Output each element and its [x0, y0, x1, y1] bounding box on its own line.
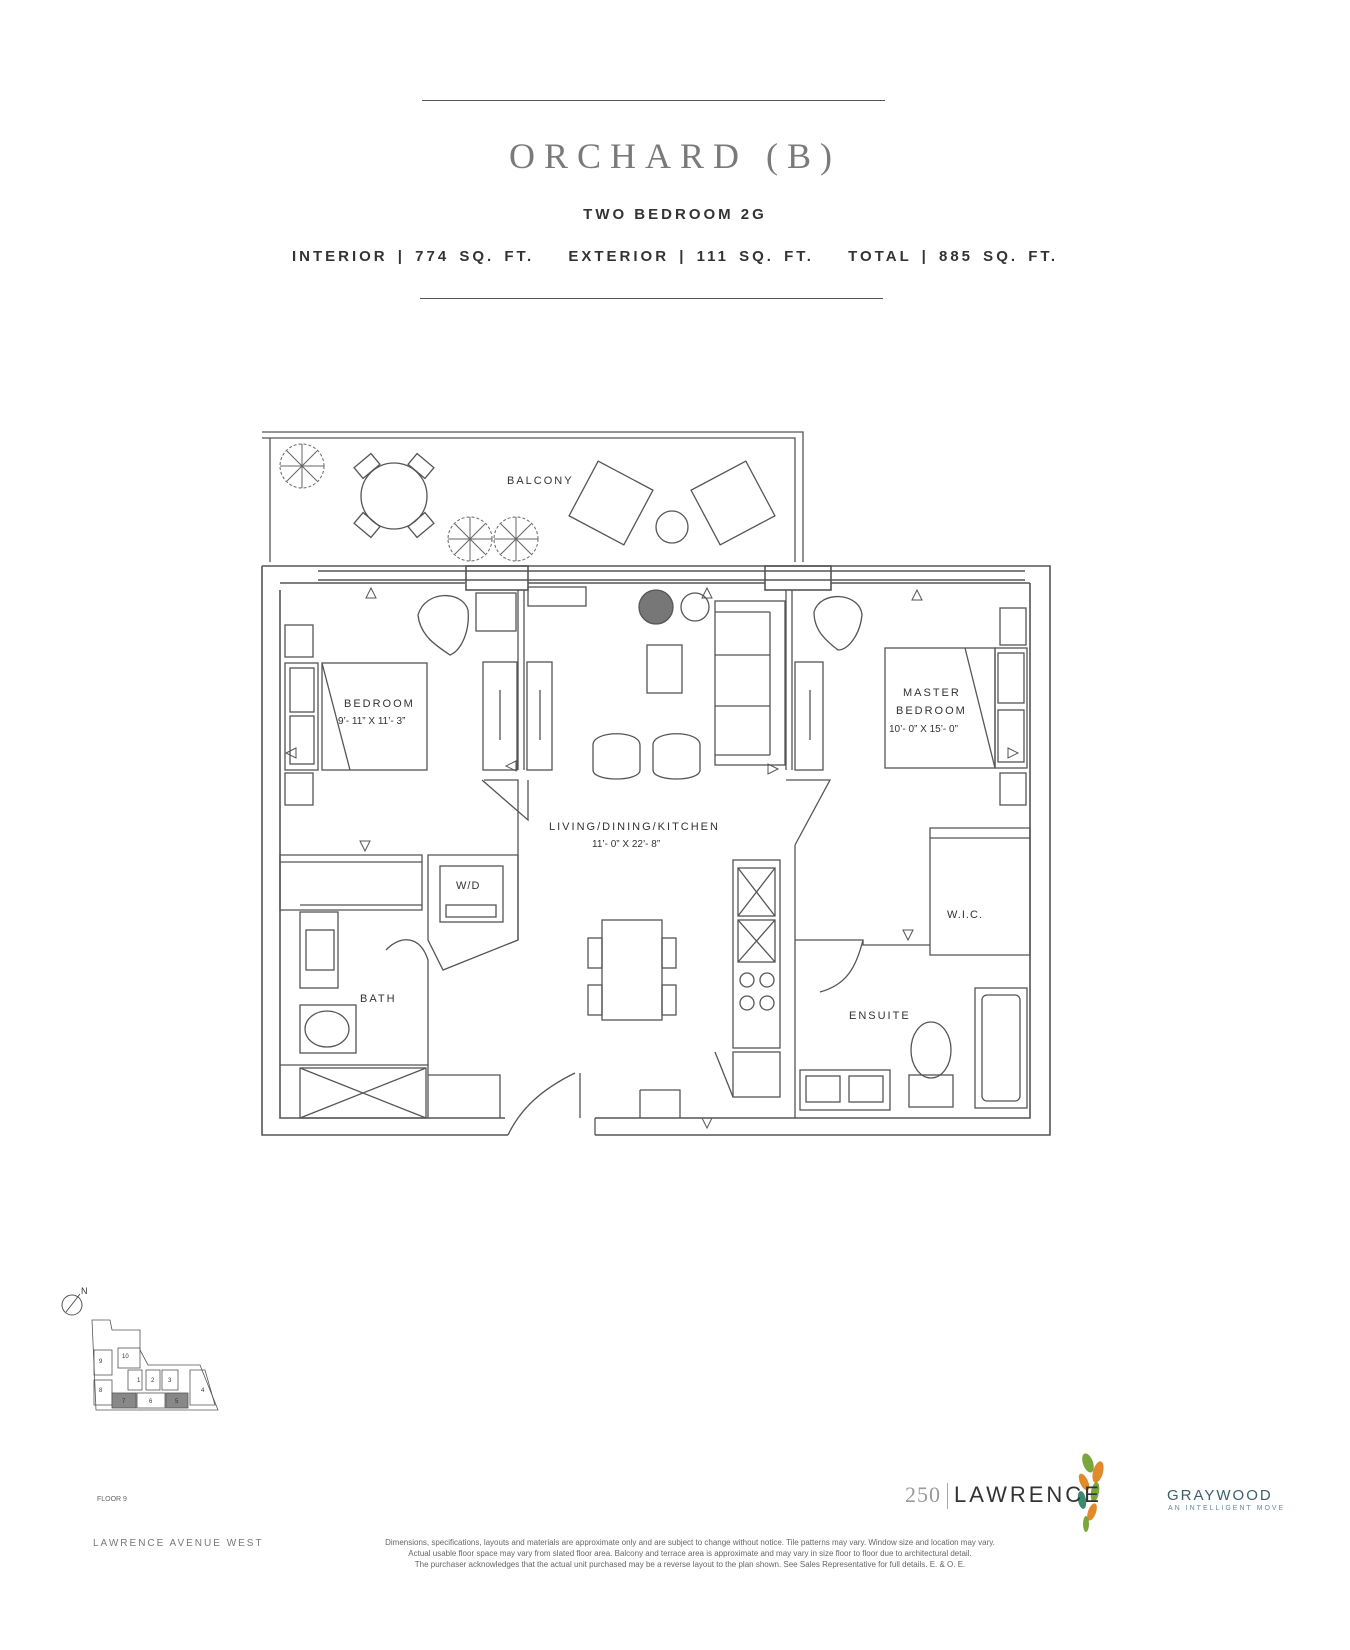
unit-type: TWO BEDROOM 2G [583, 206, 767, 223]
closet-icon [475, 592, 1027, 806]
master-dimensions: 10’- 0” X 15’- 0” [889, 724, 958, 735]
entry-door [507, 1072, 576, 1136]
chair-icon [417, 594, 863, 656]
area-summary: INTERIOR | 774 SQ. FT. EXTERIOR | 111 SQ… [0, 248, 1350, 265]
lounge-chair-icon [568, 460, 776, 546]
keyplan-unit-4: 4 [201, 1388, 205, 1394]
sofa-icon [714, 600, 786, 766]
key-plan [91, 1319, 219, 1411]
keyplan-unit-6: 6 [149, 1399, 153, 1405]
side-table-icon [638, 589, 674, 625]
key-plan-floor-label: FLOOR 9 [97, 1496, 127, 1503]
disclaimer-line: The purchaser acknowledges that the actu… [414, 1560, 966, 1569]
living-label: LIVING/DINING/KITCHEN [549, 821, 720, 833]
plant-icon [279, 443, 539, 562]
north-compass-icon [61, 1293, 83, 1316]
bath-label: BATH [360, 993, 397, 1005]
master-label-2: BEDROOM [896, 705, 967, 717]
master-label-1: MASTER [903, 687, 961, 699]
disclaimer-line: Dimensions, specifications, layouts and … [385, 1538, 995, 1547]
wic-label: W.I.C. [947, 909, 983, 921]
armchair-icon [592, 733, 701, 780]
keyplan-unit-9: 9 [99, 1359, 103, 1365]
vanity-icon [299, 911, 339, 989]
bedroom-bed-icon [321, 662, 428, 771]
north-label: N [81, 1286, 88, 1296]
shower-icon [299, 1067, 427, 1119]
side-table-icon [680, 592, 710, 622]
interior-area: INTERIOR | 774 SQ. FT. [291, 248, 535, 265]
keyplan-unit-10: 10 [122, 1354, 129, 1360]
window-marker-icon [284, 586, 1020, 1130]
balcony-area [262, 431, 804, 562]
bedroom-nightstand-icon [284, 624, 319, 806]
master-bed-icon [884, 647, 1028, 769]
tv-console-icon [527, 586, 587, 607]
developer-tagline: AN INTELLIGENT MOVE [1168, 1505, 1286, 1512]
unit-title: ORCHARD (B) [508, 136, 841, 176]
balcony-table-icon [353, 452, 435, 539]
keyplan-unit-8: 8 [99, 1388, 103, 1394]
bedroom-label: BEDROOM [344, 698, 415, 710]
wd-label: W/D [456, 880, 480, 892]
header-top-rule [422, 100, 885, 101]
total-area: TOTAL | 885 SQ. FT. [848, 248, 1059, 265]
coffee-table-icon [646, 644, 683, 694]
disclaimer-line: Actual usable floor space may vary from … [408, 1549, 972, 1558]
keyplan-unit-3: 3 [168, 1378, 172, 1384]
keyplan-unit-5: 5 [175, 1399, 179, 1405]
ensuite-vanity-icon [799, 1069, 891, 1111]
washer-dryer-icon [439, 865, 504, 923]
dining-table-icon [587, 919, 677, 1021]
exterior-area: EXTERIOR | 111 SQ. FT. [568, 248, 814, 265]
exterior-walls [261, 565, 1051, 1136]
project-logo-number: 250 [905, 1482, 941, 1507]
project-logo: 250 LAWRENCE [905, 1482, 1102, 1510]
keyplan-unit-7: 7 [122, 1399, 126, 1405]
bedroom-dimensions: 9’- 11” X 11’- 3” [338, 716, 405, 727]
bathtub-icon [974, 987, 1028, 1109]
developer-logo: GRAYWOOD [1167, 1487, 1273, 1504]
graywood-logo-icon [1077, 1453, 1104, 1532]
interior-walls [279, 590, 1031, 1118]
toilet-icon [299, 1004, 954, 1108]
keyplan-unit-1: 1 [137, 1378, 141, 1384]
street-name: LAWRENCE AVENUE WEST [93, 1538, 264, 1549]
project-logo-word: LAWRENCE [954, 1482, 1102, 1507]
living-dimensions: 11’- 0” X 22’- 8” [592, 839, 660, 850]
kitchen-counter-icon [714, 859, 781, 1098]
keyplan-unit-2: 2 [151, 1378, 155, 1384]
header-bottom-rule [420, 298, 883, 299]
disclaimer: Dimensions, specifications, layouts and … [340, 1537, 1040, 1570]
balcony-label: BALCONY [507, 475, 574, 487]
ensuite-label: ENSUITE [849, 1010, 911, 1022]
